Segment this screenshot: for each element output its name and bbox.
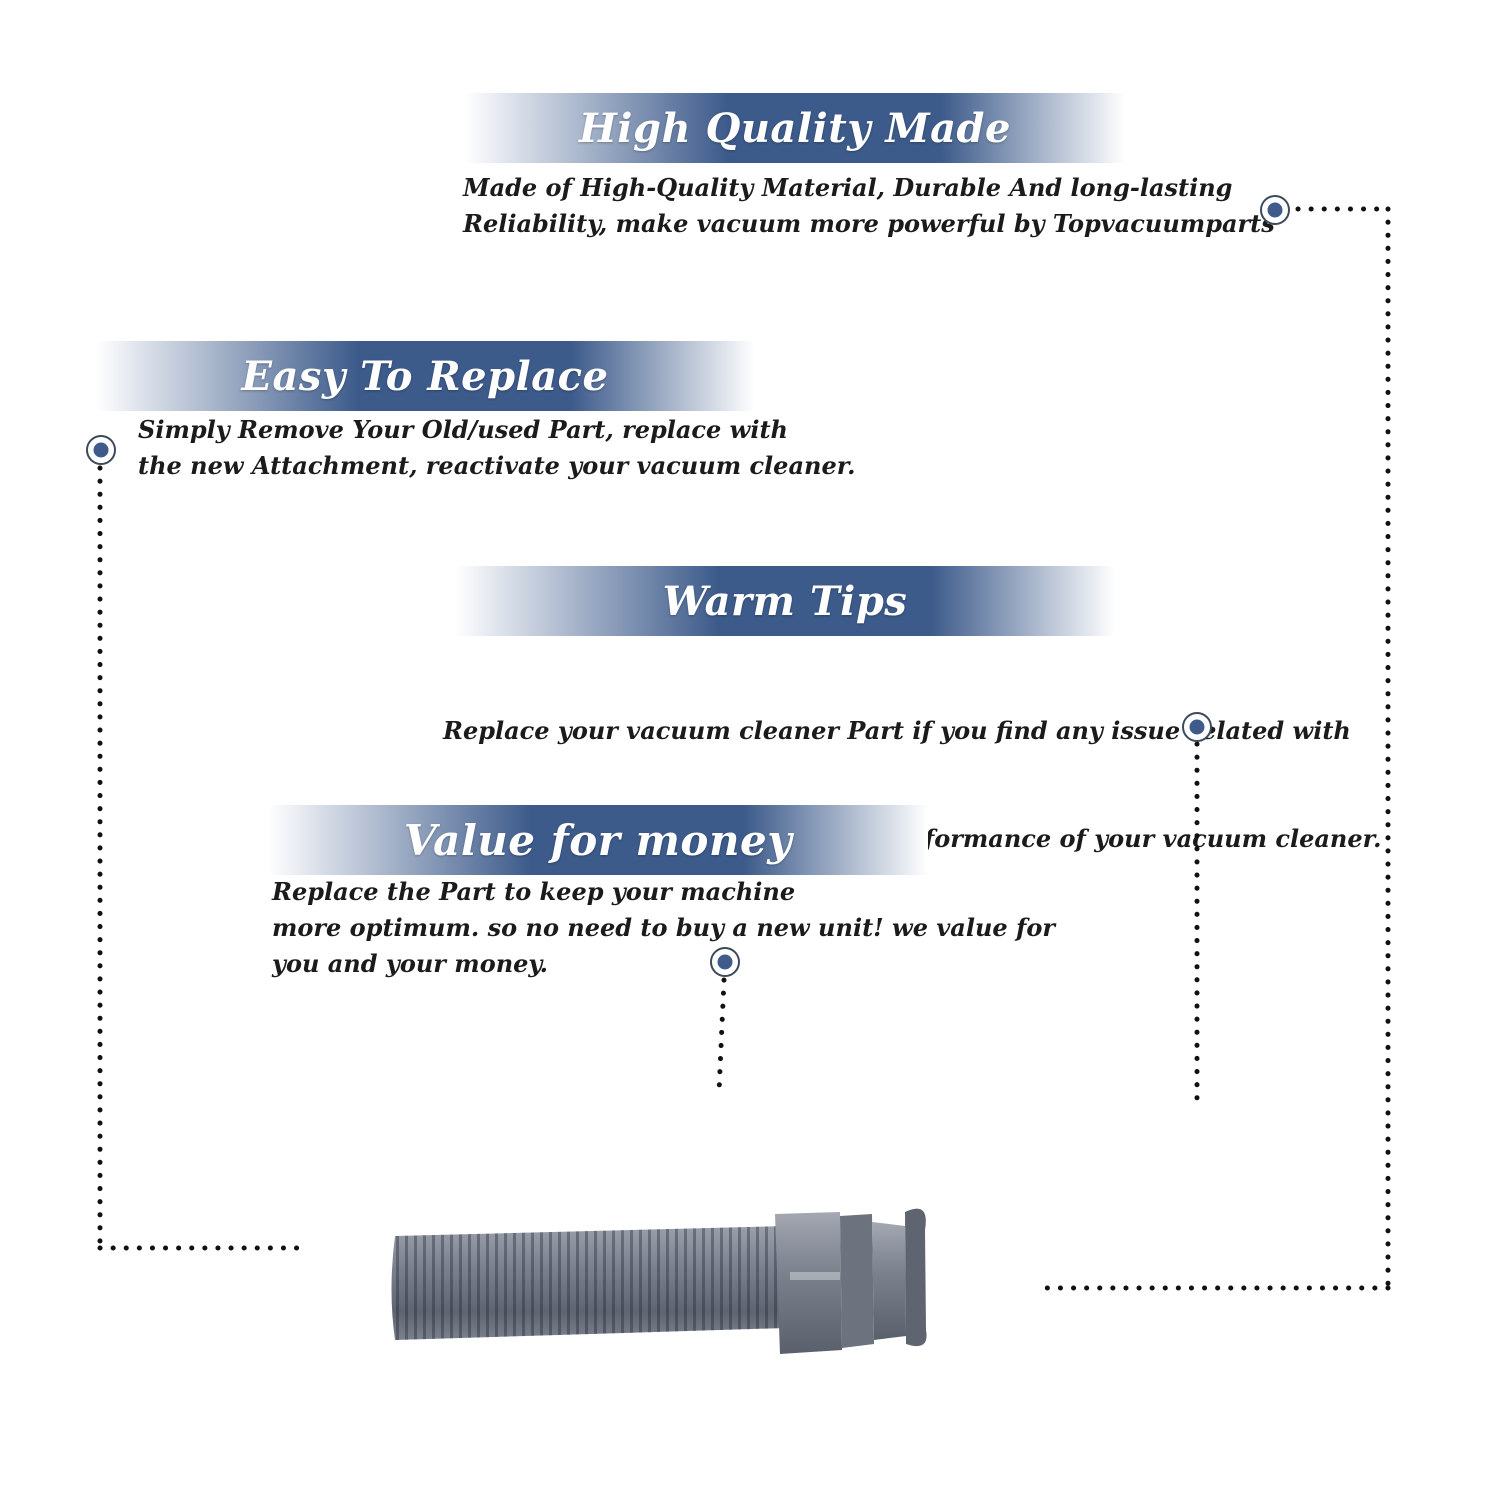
hose-rib: [405, 1235, 408, 1340]
description-line: Simply Remove Your Old/used Part, replac…: [138, 415, 788, 444]
description-line: you and your money.: [272, 949, 548, 978]
hose-rib: [594, 1230, 597, 1334]
hose-rib: [495, 1233, 498, 1337]
section-description-value: Replace the Part to keep your machine mo…: [272, 874, 1055, 982]
hose-rib: [549, 1232, 552, 1336]
hose-rib: [558, 1231, 561, 1335]
section-banner-easy-replace: Easy To Replace: [95, 341, 755, 411]
hose-rib: [765, 1226, 768, 1329]
hose-rib: [441, 1234, 444, 1339]
connector-dot-warm-tips: [1182, 712, 1212, 742]
hose-rib: [630, 1229, 633, 1333]
hose-rib: [693, 1228, 696, 1331]
hose-body: [391, 1226, 785, 1340]
hose-rib: [774, 1226, 777, 1329]
connector-dot-high-quality: [1260, 195, 1290, 225]
description-line: Replace your vacuum cleaner Part if you …: [443, 716, 1351, 745]
section-banner-value: Value for money: [268, 805, 928, 875]
hose-rib: [585, 1231, 588, 1335]
hose-rib: [540, 1232, 543, 1336]
hose-rib: [513, 1232, 516, 1337]
hose-cuff: [775, 1212, 842, 1354]
hose-rib: [720, 1227, 723, 1330]
hose-rib: [567, 1231, 570, 1335]
hose-rib: [522, 1232, 525, 1337]
hose-rib: [648, 1229, 651, 1333]
description-line: the new Attachment, reactivate your vacu…: [138, 451, 856, 480]
section-description-easy-replace: Simply Remove Your Old/used Part, replac…: [138, 412, 856, 484]
section-banner-warm-tips: Warm Tips: [455, 566, 1115, 636]
section-title-easy-replace: Easy To Replace: [241, 352, 609, 400]
hose-rib: [675, 1228, 678, 1332]
hose-rib: [396, 1235, 399, 1340]
hose-rib: [711, 1227, 714, 1331]
hose-rib: [486, 1233, 489, 1338]
description-line: Replace the Part to keep your machine: [272, 877, 796, 906]
hose-rib: [621, 1230, 624, 1334]
hose-rib: [450, 1234, 453, 1339]
hose-rib: [684, 1228, 687, 1332]
section-banner-high-quality: High Quality Made: [465, 93, 1125, 163]
hose-rib: [657, 1229, 660, 1332]
hose-rib: [468, 1234, 471, 1338]
hose-rib: [603, 1230, 606, 1334]
dotted-connector-line: [716, 977, 727, 1095]
hose-rib: [756, 1226, 759, 1329]
hose-rib: [747, 1226, 750, 1330]
hose-rib: [432, 1235, 435, 1339]
section-title-warm-tips: Warm Tips: [662, 577, 908, 625]
hose-rib: [729, 1227, 732, 1330]
hose-rib: [414, 1235, 417, 1340]
hose-rib: [477, 1233, 480, 1338]
hose-rib: [504, 1233, 507, 1337]
section-title-high-quality: High Quality Made: [579, 104, 1011, 152]
hose-rib: [639, 1229, 642, 1333]
description-line: more optimum. so no need to buy a new un…: [272, 913, 1055, 942]
hose-rib: [738, 1227, 741, 1330]
hose-rib: [666, 1229, 669, 1332]
hose-rib: [576, 1231, 579, 1335]
hose-rib: [459, 1234, 462, 1339]
hose-rib: [612, 1230, 615, 1334]
connector-dot-easy-replace: [86, 435, 116, 465]
hose-cuff-ring: [840, 1214, 874, 1348]
connector-group: [97, 206, 1391, 1291]
hose-cuff-highlight: [790, 1272, 840, 1280]
connector-dot-value: [710, 947, 740, 977]
hose-rib: [702, 1228, 705, 1331]
description-line: Reliability, make vacuum more powerful b…: [463, 209, 1275, 238]
section-description-high-quality: Made of High-Quality Material, Durable A…: [463, 170, 1275, 242]
hose-connector-neck: [872, 1222, 906, 1340]
description-line: Made of High-Quality Material, Durable A…: [463, 173, 1233, 202]
section-title-value: Value for money: [403, 815, 793, 865]
hose-connector-flange: [905, 1208, 927, 1347]
hose-ribs: [396, 1226, 777, 1340]
hose-rib: [531, 1232, 534, 1336]
hose-rib: [423, 1235, 426, 1340]
